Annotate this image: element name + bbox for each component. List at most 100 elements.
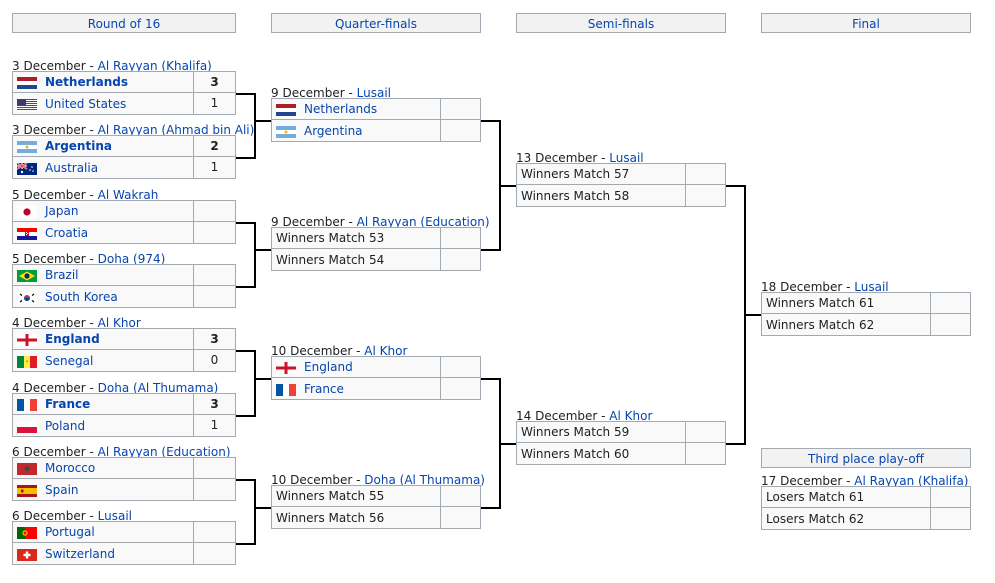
- score-cell: [441, 485, 481, 507]
- team-cell: Switzerland: [12, 543, 194, 565]
- team-row: Losers Match 61: [761, 486, 971, 508]
- round-header-label[interactable]: Final: [852, 17, 880, 31]
- team-name-link[interactable]: England: [304, 360, 353, 374]
- france-flag-icon: [17, 397, 39, 411]
- score-cell: [931, 292, 971, 314]
- team-cell: Winners Match 60: [516, 443, 686, 465]
- venue-link[interactable]: Doha (Al Thumama): [97, 381, 219, 395]
- team-row: South Korea: [12, 286, 236, 308]
- team-name: Winners Match 56: [276, 510, 385, 525]
- team-row: Winners Match 53: [271, 227, 481, 249]
- venue-link[interactable]: Al Rayyan (Education): [356, 215, 490, 229]
- team-name-link[interactable]: Argentina: [304, 123, 363, 138]
- match-date: 5 December: [12, 252, 86, 266]
- round-header-third: Third place play-off: [761, 448, 971, 468]
- team-name-link[interactable]: Switzerland: [45, 546, 115, 561]
- round-header-label[interactable]: Semi-finals: [587, 17, 655, 31]
- team-name-link[interactable]: France: [45, 397, 91, 411]
- team-cell: South Korea: [12, 286, 194, 308]
- venue-link[interactable]: Lusail: [356, 86, 392, 100]
- team-name-link[interactable]: Netherlands: [304, 102, 378, 116]
- venue-link[interactable]: Al Rayyan (Education): [97, 445, 231, 459]
- score-cell: [441, 227, 481, 249]
- venue-link[interactable]: Al Rayyan (Khalifa): [854, 474, 969, 488]
- venue-link[interactable]: Lusail: [97, 509, 133, 523]
- score-cell: [194, 543, 236, 565]
- portugal-flag-icon: [17, 525, 39, 539]
- venue-link[interactable]: Lusail: [854, 280, 889, 294]
- team-name-link[interactable]: France: [304, 381, 344, 396]
- venue-link[interactable]: Doha (Al Thumama): [364, 473, 485, 487]
- team-cell: Winners Match 58: [516, 185, 686, 207]
- date-venue-separator: -: [85, 59, 98, 73]
- score-cell: [931, 508, 971, 530]
- team-name-link[interactable]: Croatia: [45, 225, 89, 240]
- score-cell: 2: [194, 135, 236, 157]
- team-name-link[interactable]: Japan: [45, 204, 79, 218]
- date-venue-separator: -: [85, 445, 98, 459]
- team-name-link[interactable]: Poland: [45, 418, 86, 433]
- match-date: 6 December: [12, 509, 86, 523]
- team-row: France: [271, 378, 481, 400]
- round-header-label[interactable]: Third place play-off: [808, 452, 924, 466]
- team-name-link[interactable]: United States: [45, 96, 127, 111]
- team-row: Morocco: [12, 457, 236, 479]
- match-info: 3 December - Al Rayyan (Khalifa): [12, 58, 212, 74]
- match-date: 9 December: [271, 86, 345, 100]
- team-name-link[interactable]: Netherlands: [45, 75, 129, 89]
- team-name-link[interactable]: Argentina: [45, 139, 112, 153]
- bracket-connector: [236, 350, 254, 352]
- team-row: Winners Match 56: [271, 507, 481, 529]
- team-name-link[interactable]: South Korea: [45, 289, 118, 304]
- team-name-link[interactable]: Portugal: [45, 525, 95, 539]
- score-cell: [194, 521, 236, 543]
- southkorea-flag-icon: [17, 290, 39, 304]
- round-header-label[interactable]: Quarter-finals: [334, 17, 418, 31]
- score-cell: [441, 356, 481, 378]
- date-venue-separator: -: [597, 151, 610, 165]
- usa-flag-icon: [17, 97, 39, 111]
- team-row: Winners Match 55: [271, 485, 481, 507]
- score-cell: [441, 249, 481, 271]
- team-name-link[interactable]: Australia: [45, 160, 99, 175]
- team-row: Argentina: [271, 120, 481, 142]
- team-cell: Winners Match 55: [271, 485, 441, 507]
- team-row: Portugal: [12, 521, 236, 543]
- match-date: 3 December: [12, 59, 86, 73]
- team-name-link[interactable]: Morocco: [45, 461, 96, 475]
- match-date: 3 December: [12, 123, 86, 137]
- team-name-link[interactable]: Senegal: [45, 353, 94, 368]
- team-name: Winners Match 61: [766, 296, 875, 310]
- bracket-connector: [236, 543, 254, 545]
- match-info: 14 December - Al Khor: [516, 408, 652, 424]
- venue-link[interactable]: Al Rayyan (Khalifa): [97, 59, 212, 73]
- team-name-link[interactable]: Brazil: [45, 268, 79, 282]
- bracket-connector: [254, 507, 271, 509]
- team-cell: Losers Match 61: [761, 486, 931, 508]
- score-cell: [194, 264, 236, 286]
- team-name: Winners Match 58: [521, 188, 630, 203]
- venue-link[interactable]: Doha (974): [97, 252, 166, 266]
- team-name: Winners Match 57: [521, 167, 630, 181]
- round-header-label[interactable]: Round of 16: [87, 17, 161, 31]
- match-info: 13 December - Lusail: [516, 150, 644, 166]
- bracket-connector: [254, 378, 271, 380]
- senegal-flag-icon: [17, 354, 39, 368]
- venue-link[interactable]: Al Khor: [609, 409, 653, 423]
- venue-link[interactable]: Al Khor: [97, 316, 141, 330]
- score-cell: [931, 314, 971, 336]
- bracket-connector: [481, 120, 499, 122]
- venue-link[interactable]: Al Rayyan (Ahmad bin Ali): [97, 123, 255, 137]
- team-name-link[interactable]: England: [45, 332, 100, 346]
- bracket-connector: [726, 443, 744, 445]
- date-venue-separator: -: [85, 188, 98, 202]
- bracket-connector: [236, 479, 254, 481]
- team-cell: Winners Match 54: [271, 249, 441, 271]
- team-name-link[interactable]: Spain: [45, 482, 79, 497]
- match-date: 18 December: [761, 280, 843, 294]
- venue-link[interactable]: Al Wakrah: [97, 188, 159, 202]
- venue-link[interactable]: Al Khor: [364, 344, 408, 358]
- venue-link[interactable]: Lusail: [609, 151, 644, 165]
- england-flag-icon: [17, 332, 39, 346]
- team-row: Argentina 2: [12, 135, 236, 157]
